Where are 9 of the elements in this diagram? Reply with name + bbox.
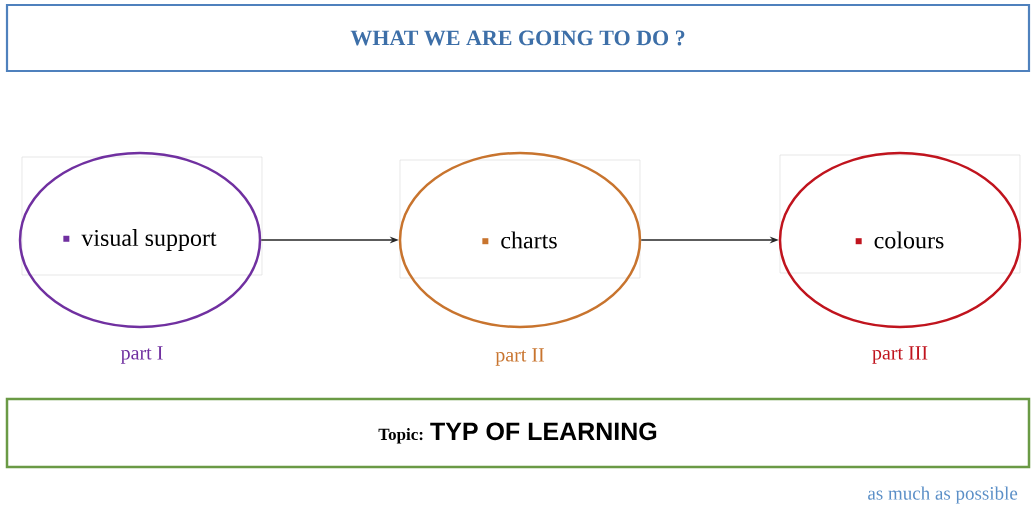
topic-box: Topic: TYP OF LEARNING bbox=[5, 397, 1031, 469]
part-label: part I bbox=[120, 346, 163, 364]
part-label: part III bbox=[872, 346, 928, 364]
part-label: part II bbox=[495, 348, 544, 366]
title-box: WHAT WE ARE GOING TO DO ? bbox=[5, 3, 1031, 73]
part-oval: visual support bbox=[18, 151, 262, 329]
part-oval: colours bbox=[778, 151, 1022, 329]
part-oval: charts bbox=[398, 151, 642, 329]
note-text: as much as possible bbox=[868, 486, 1018, 504]
